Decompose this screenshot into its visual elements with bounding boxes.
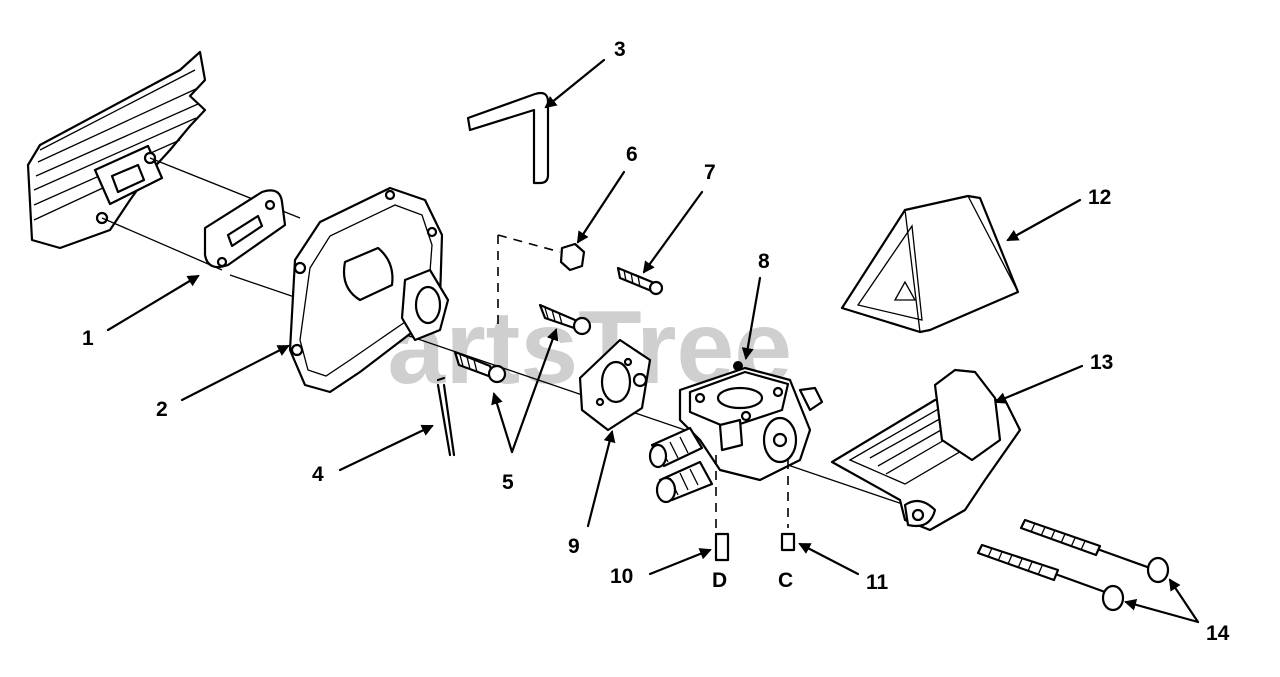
air-filter-cover (840, 194, 1020, 334)
hex-key (466, 91, 550, 185)
callout-9: 9 (568, 535, 580, 558)
leader-arrow-2 (180, 344, 290, 402)
leader-arrow-9 (586, 430, 616, 528)
leader-arrow-13 (994, 364, 1084, 404)
leader-arrow-14b (1124, 598, 1200, 624)
callout-1: 1 (82, 327, 94, 350)
spacer (578, 338, 652, 432)
leader-arrow-8 (741, 276, 762, 360)
engine-cylinder (26, 50, 207, 250)
dashed-locator-6 (497, 234, 561, 330)
plug-c (780, 532, 796, 552)
callout-8: 8 (758, 250, 770, 273)
callout-3: 3 (614, 38, 626, 61)
callout-5: 5 (502, 471, 514, 494)
carburetor (648, 361, 824, 504)
leader-arrow-7 (642, 190, 704, 274)
long-screw-upper (1019, 518, 1170, 584)
screw (616, 266, 664, 296)
leader-arrow-12 (1006, 198, 1082, 242)
nut (559, 242, 586, 272)
gasket (203, 189, 287, 269)
pin (436, 376, 456, 457)
plug-d (714, 532, 730, 562)
air-filter-base (830, 368, 1022, 532)
callout-12: 12 (1088, 186, 1111, 209)
callout-4: 4 (312, 463, 324, 486)
callout-7: 7 (704, 161, 716, 184)
callout-10: 10 (610, 565, 633, 588)
leader-arrow-5b (510, 328, 559, 454)
leader-arrow-3 (544, 58, 606, 109)
callout-C: C (778, 569, 793, 592)
callout-14: 14 (1206, 622, 1230, 645)
leader-arrow-11 (798, 542, 860, 576)
callout-13: 13 (1090, 351, 1113, 374)
callout-2: 2 (156, 398, 168, 421)
callout-11: 11 (866, 571, 889, 594)
leader-arrow-10 (648, 548, 712, 576)
carburetor-adapter (288, 186, 450, 394)
leader-arrow-14a (1168, 578, 1200, 624)
assembly-line-lower (101, 217, 223, 271)
leader-arrow-6 (576, 170, 626, 244)
callout-6: 6 (626, 143, 638, 166)
stud-upper (538, 303, 592, 336)
callout-D: D (712, 569, 727, 592)
leader-arrow-1 (106, 274, 200, 332)
long-screw-lower (976, 543, 1125, 612)
stud-lower (453, 350, 507, 384)
leader-arrow-5a (491, 392, 514, 454)
leader-arrow-4 (338, 424, 434, 472)
